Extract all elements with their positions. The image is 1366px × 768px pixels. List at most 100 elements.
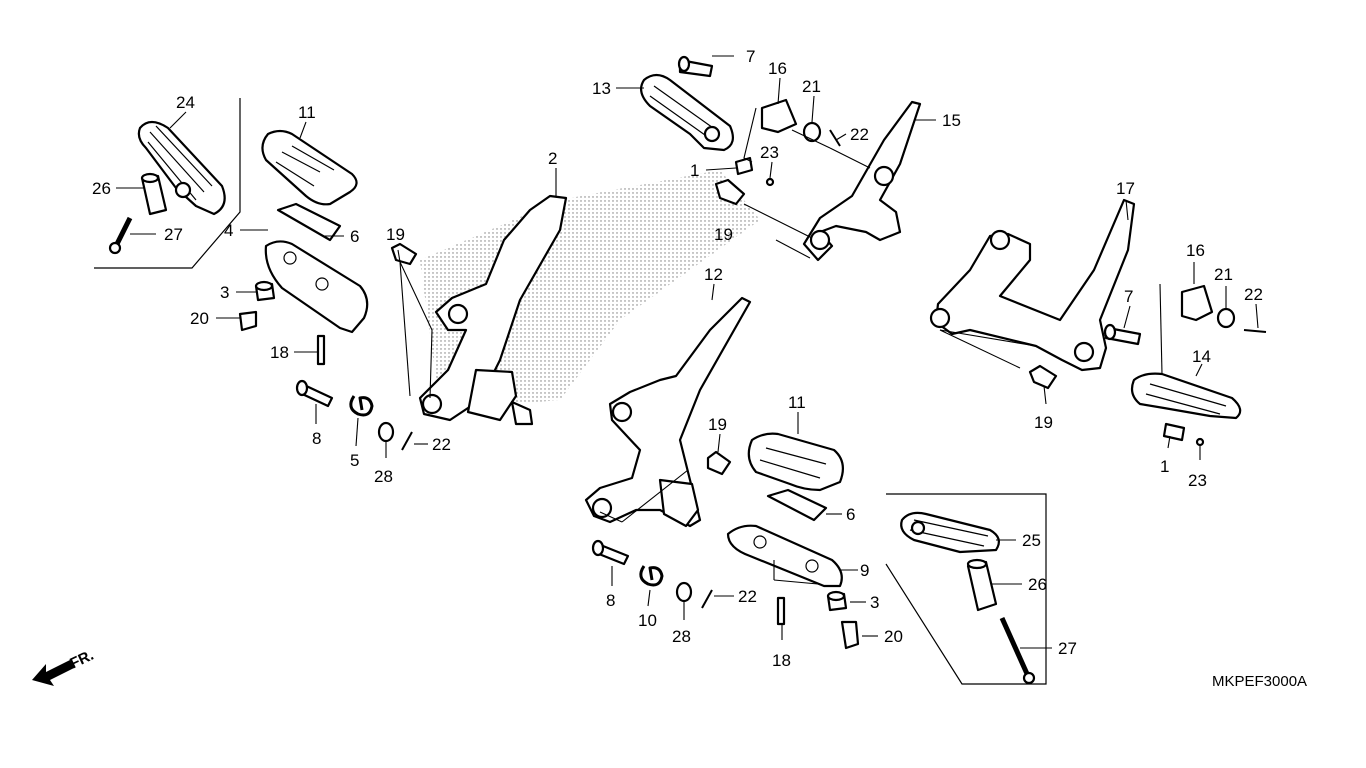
callout-6: 6 — [846, 505, 855, 524]
footpeg-25 — [900, 511, 1001, 554]
callout-26: 26 — [1028, 575, 1047, 594]
callout-15: 15 — [942, 111, 961, 130]
step-bracket-2 — [418, 170, 760, 426]
callout-22: 22 — [738, 587, 757, 606]
callout-5: 5 — [350, 451, 359, 470]
callout-23: 23 — [760, 143, 779, 162]
stopper-3-center — [826, 590, 848, 612]
callout-3: 3 — [220, 283, 229, 302]
callout-24: 24 — [176, 93, 195, 112]
collar-26-inset-right — [966, 558, 998, 612]
callout-18: 18 — [772, 651, 791, 670]
bolt-19-right — [1028, 364, 1058, 390]
callout-10: 10 — [638, 611, 657, 630]
footpeg-13 — [639, 73, 735, 152]
bolt-20-center — [840, 620, 860, 650]
callout-19: 19 — [708, 415, 727, 434]
callout-labels: 24 26 27 11 6 4 3 20 18 19 8 5 28 22 2 7… — [92, 47, 1263, 670]
plate-6-left — [276, 202, 342, 242]
callout-3: 3 — [870, 593, 879, 612]
callout-16: 16 — [1186, 241, 1205, 260]
callout-16: 16 — [768, 59, 787, 78]
plate-16-top — [760, 98, 798, 134]
callout-18: 18 — [270, 343, 289, 362]
spring-1-top — [734, 156, 754, 176]
callout-21: 21 — [1214, 265, 1233, 284]
cotter-pin-22-right — [1243, 329, 1267, 333]
step-bracket-12 — [584, 296, 752, 528]
stopper-3-left — [254, 280, 276, 302]
callout-20: 20 — [190, 309, 209, 328]
ball-23-right — [1195, 437, 1205, 447]
callout-1: 1 — [1160, 457, 1169, 476]
bolt-27-inset-right — [999, 616, 1036, 685]
inset-frame-top-left — [94, 98, 241, 269]
callout-9: 9 — [860, 561, 869, 580]
diagram-code: MKPEF3000A — [1212, 673, 1307, 690]
bolt-19-top — [714, 178, 746, 206]
callout-22: 22 — [1244, 285, 1263, 304]
callout-22: 22 — [432, 435, 451, 454]
bolt-27-inset — [108, 216, 133, 255]
callout-6: 6 — [350, 227, 359, 246]
callout-17: 17 — [1116, 179, 1135, 198]
washer-21-top — [802, 121, 822, 143]
callout-19: 19 — [1034, 413, 1053, 432]
callout-26: 26 — [92, 179, 111, 198]
callout-8: 8 — [312, 429, 321, 448]
callout-11: 11 — [298, 103, 316, 122]
callout-7: 7 — [1124, 287, 1133, 306]
screw-18-left — [316, 334, 326, 366]
passenger-bracket-17 — [929, 198, 1136, 372]
callout-20: 20 — [884, 627, 903, 646]
callout-7: 7 — [746, 47, 755, 66]
pin-8-left — [295, 379, 334, 408]
callout-27: 27 — [1058, 639, 1077, 658]
plate-16-right — [1180, 284, 1214, 322]
step-rubber-11-center — [747, 432, 845, 492]
cotter-pin-22-center — [701, 589, 713, 609]
step-base-9 — [726, 524, 843, 588]
cotter-pin-22-left — [401, 431, 413, 451]
spring-10 — [639, 565, 664, 587]
pin-8-center — [591, 539, 630, 566]
plate-6-center — [766, 488, 828, 522]
washer-21-right — [1216, 307, 1236, 329]
step-rubber-11-left — [261, 129, 358, 206]
callout-2: 2 — [548, 149, 557, 168]
footpeg-14 — [1130, 372, 1242, 420]
washer-28-left — [377, 421, 395, 443]
callout-28: 28 — [672, 627, 691, 646]
cotter-pin-22-top — [829, 129, 841, 147]
leader-lines — [116, 55, 1259, 649]
front-label: FR. — [67, 647, 96, 673]
spring-5 — [349, 395, 374, 417]
footpeg-24 — [137, 120, 226, 216]
callout-23: 23 — [1188, 471, 1207, 490]
callout-19: 19 — [386, 225, 405, 244]
callout-22: 22 — [850, 125, 869, 144]
ball-23-top — [765, 177, 775, 187]
collar-26-inset — [140, 172, 168, 216]
pin-7-top — [677, 55, 714, 78]
bolt-20-left — [238, 310, 258, 332]
step-base-4-left — [264, 240, 369, 334]
callout-11: 11 — [788, 393, 806, 412]
front-direction-arrow-icon — [32, 660, 74, 686]
callout-12: 12 — [704, 265, 723, 284]
callout-25: 25 — [1022, 531, 1041, 550]
spring-1-right — [1162, 422, 1186, 442]
inset-frame-bottom-right — [885, 493, 1047, 685]
callout-19: 19 — [714, 225, 733, 244]
callout-28: 28 — [374, 467, 393, 486]
passenger-bracket-15 — [802, 100, 922, 262]
screw-18-center — [776, 596, 786, 626]
callout-14: 14 — [1192, 347, 1211, 366]
bolt-19-left — [390, 242, 418, 266]
callout-1: 1 — [690, 161, 699, 180]
callout-4: 4 — [224, 221, 233, 240]
washer-28-center — [675, 581, 693, 603]
callout-8: 8 — [606, 591, 615, 610]
bolt-19-center — [706, 450, 732, 476]
